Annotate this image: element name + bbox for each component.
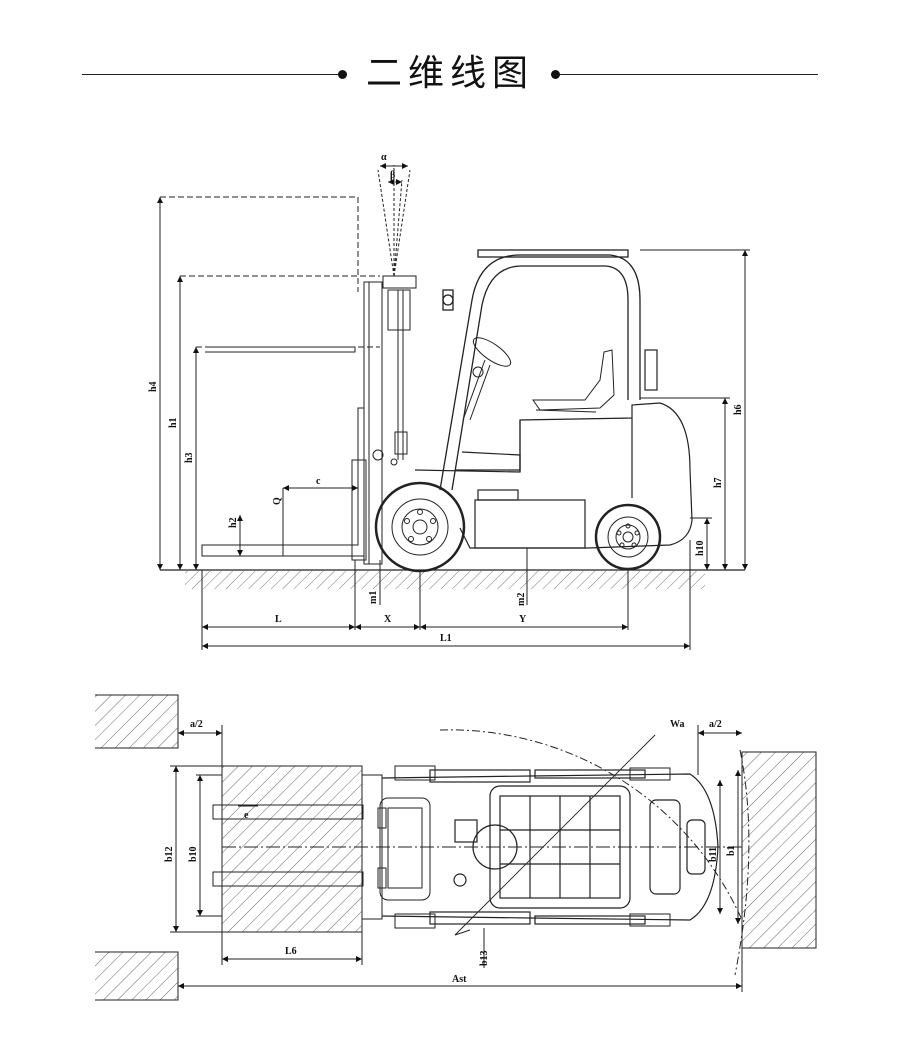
aisle-wall-right <box>741 751 817 949</box>
page-title: 二维线图 <box>0 44 900 104</box>
label-Ast: Ast <box>452 974 467 985</box>
seat <box>532 349 615 413</box>
front-wheel-top <box>394 765 436 781</box>
label-c: c <box>316 476 321 487</box>
overhead-guard <box>439 249 641 491</box>
label-e: e <box>244 810 249 821</box>
label-beta: β <box>390 170 395 181</box>
label-h4: h4 <box>148 381 159 392</box>
label-m2: m2 <box>516 593 527 606</box>
side-view <box>157 163 750 650</box>
label-b12: b12 <box>164 846 175 862</box>
turning-arc <box>439 729 743 921</box>
label-b13: b13 <box>479 950 490 966</box>
title-dot-right <box>551 70 560 79</box>
label-h2: h2 <box>228 517 239 528</box>
rear-wheel <box>594 503 662 571</box>
label-L: L <box>275 614 282 625</box>
label-h1: h1 <box>168 417 179 428</box>
rear-wheel-bottom <box>629 913 671 927</box>
truck-body <box>414 349 693 549</box>
load-block <box>221 765 363 933</box>
label-a2-right: a/2 <box>709 719 722 730</box>
label-L6: L6 <box>285 946 297 957</box>
label-Y: Y <box>519 614 527 625</box>
raised-fork <box>205 346 356 353</box>
label-alpha: α <box>381 152 387 163</box>
top-view <box>95 694 817 1001</box>
steering-column <box>462 337 512 421</box>
title-rule-left <box>82 74 340 75</box>
label-m1: m1 <box>368 591 379 604</box>
ground-hatch <box>185 571 705 589</box>
front-wheel <box>374 481 466 573</box>
aisle-wall-bottom-left <box>95 951 179 1001</box>
aisle-wall-top-left <box>95 694 179 749</box>
title-dot-left <box>338 70 347 79</box>
label-b1: b1 <box>726 845 737 856</box>
side-view-labels: α β h4 h1 h3 h2 Q c h6 h7 h10 m1 m2 L X … <box>148 152 744 644</box>
mast <box>363 275 417 565</box>
label-h3: h3 <box>184 452 195 463</box>
horizontal-dimension-lines <box>201 540 691 650</box>
label-b11: b11 <box>708 847 719 862</box>
front-wheel-bottom <box>394 913 436 929</box>
label-b10: b10 <box>188 846 199 862</box>
vertical-dimension-lines <box>157 197 750 570</box>
label-h10: h10 <box>695 540 706 556</box>
label-h7: h7 <box>713 477 724 488</box>
fork-bottom <box>212 871 364 887</box>
label-Wa: Wa <box>670 719 684 730</box>
top-dimension-lines <box>170 725 743 992</box>
lowered-fork <box>201 407 365 557</box>
title-rule-right <box>560 74 818 75</box>
rear-wheel-top <box>629 767 671 781</box>
label-a2-left: a/2 <box>190 719 203 730</box>
label-Q: Q <box>272 497 283 505</box>
label-X: X <box>384 614 392 625</box>
title-text: 二维线图 <box>365 53 534 94</box>
fork-carriage <box>351 459 367 561</box>
label-h6: h6 <box>733 404 744 415</box>
mast-top <box>361 774 431 920</box>
raised-load-outline <box>160 196 380 348</box>
fork-top <box>212 804 364 820</box>
label-L1: L1 <box>440 633 452 644</box>
top-view-labels: a/2 a/2 Wa e b12 b10 b11 b1 L6 b13 Ast <box>164 719 737 985</box>
